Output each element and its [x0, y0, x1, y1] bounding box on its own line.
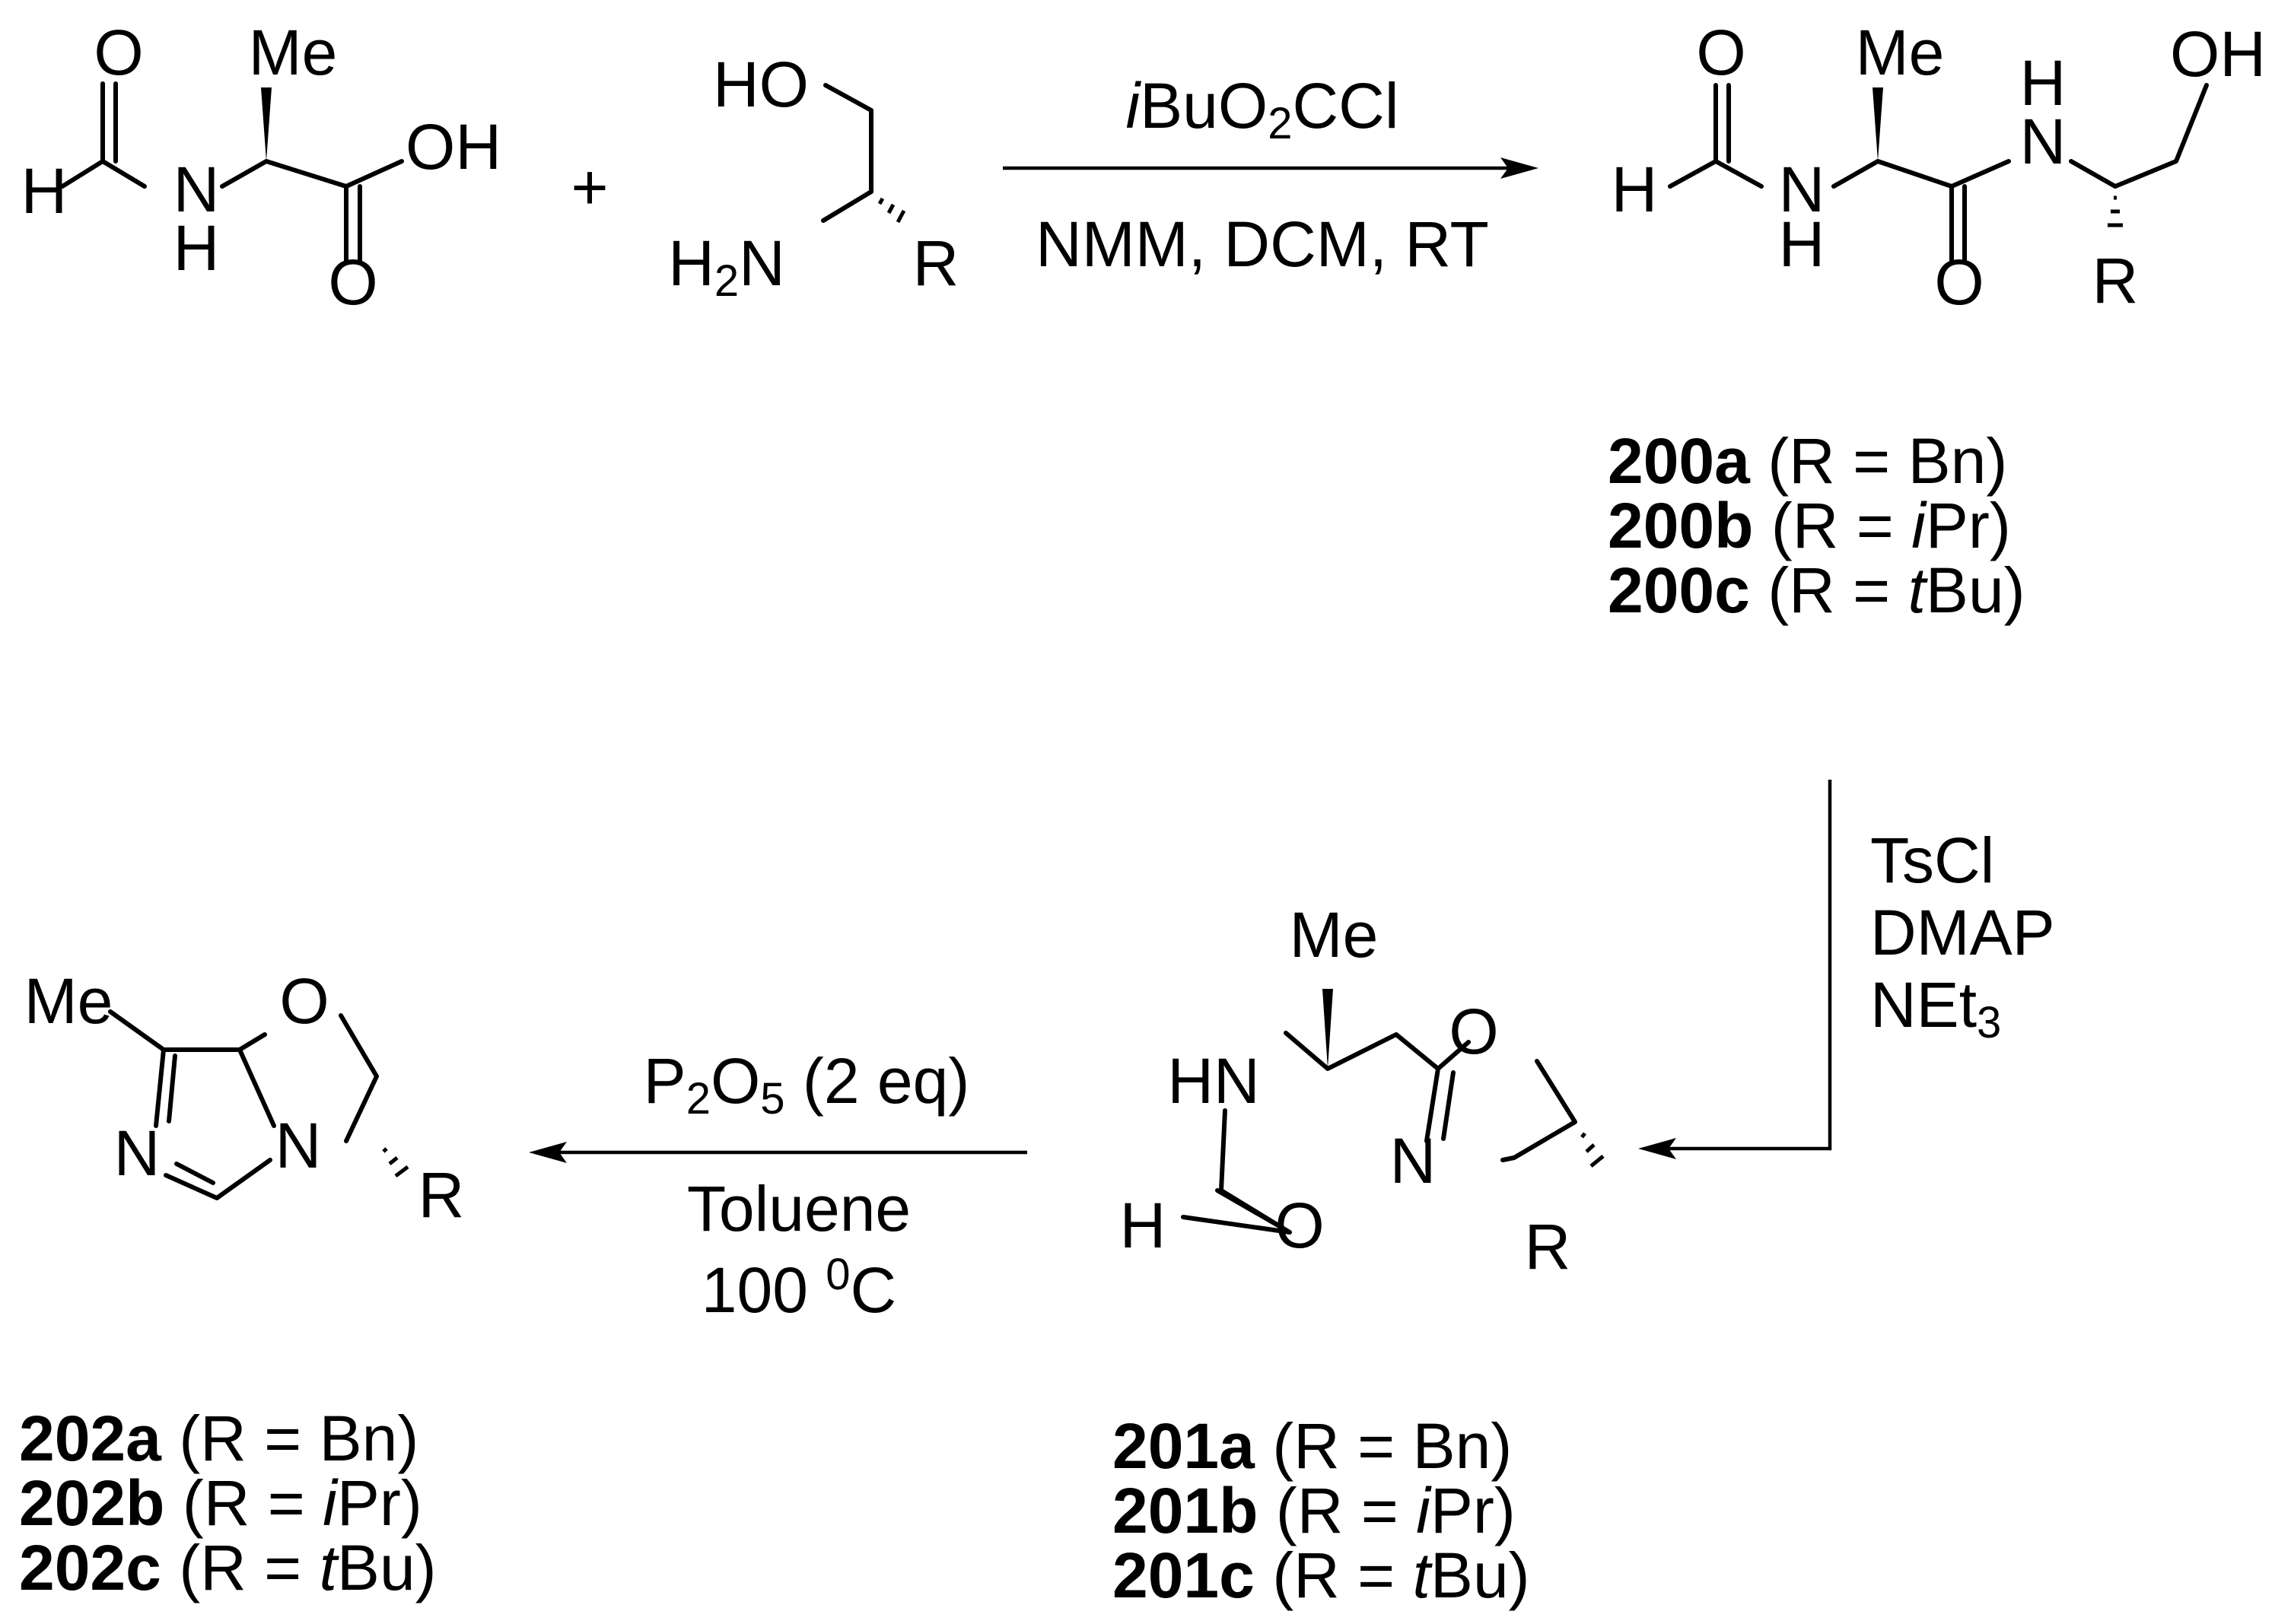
atom-label: O: [328, 246, 377, 318]
atom-label: H: [21, 155, 68, 227]
atom-label: O: [94, 17, 143, 88]
atom-label: O: [1934, 246, 1984, 318]
atom-label: Me: [1290, 899, 1379, 971]
atom-label: N: [275, 1110, 322, 1181]
atom-label: Me: [24, 965, 113, 1037]
atom-label: R: [418, 1159, 465, 1231]
temperature-label: 100 0C: [702, 1250, 896, 1326]
atom-label: N: [1779, 154, 1825, 225]
solvent-label: Toluene: [687, 1173, 911, 1244]
atom-label: HO: [713, 49, 809, 120]
atom-label: O: [1696, 17, 1745, 88]
plus-sign: +: [571, 151, 608, 223]
atom-label: Me: [249, 17, 338, 88]
atom-label: HN: [1167, 1045, 1259, 1117]
reagent-label: DMAP: [1870, 897, 2055, 968]
amino-alcohol-structure: HO H2N R: [668, 49, 959, 306]
reagent-label: NEt3: [1870, 969, 2001, 1047]
compound-label: 202b (R = iPr): [19, 1467, 422, 1539]
conditions-label: NMM, DCM, RT: [1036, 208, 1489, 280]
reagent-label: iBuO2CCl: [1125, 70, 1398, 148]
compound-202-labels: 202a (R = Bn) 202b (R = iPr) 202c (R = t…: [19, 1403, 437, 1603]
atom-label: H: [173, 212, 220, 284]
compound-label: 201c (R = tBu): [1112, 1540, 1530, 1611]
reagent-label: TsCl: [1870, 825, 1994, 896]
compound-label: 200c (R = tBu): [1608, 555, 2025, 626]
n-formyl-alanine-structure: O H N H Me OH O: [21, 17, 501, 318]
compound-200-structure: O H N H Me O H N R OH: [1612, 17, 2266, 318]
reaction-arrow-1: iBuO2CCl NMM, DCM, RT: [1003, 70, 1538, 280]
atom-label: H: [2020, 47, 2067, 119]
reaction-arrow-3: P2O5 (2 eq) Toluene 100 0C: [529, 1045, 1027, 1326]
compound-label: 200b (R = iPr): [1608, 490, 2011, 561]
atom-label: Me: [1856, 17, 1945, 88]
atom-label: H: [1612, 154, 1658, 225]
atom-label: N: [2020, 106, 2067, 177]
compound-label: 202a (R = Bn): [19, 1403, 418, 1474]
compound-label: 200a (R = Bn): [1608, 425, 2007, 497]
compound-202-structure: Me O N N R: [24, 965, 465, 1231]
atom-label: O: [1449, 996, 1498, 1067]
atom-label: OH: [2170, 18, 2266, 90]
compound-label: 201a (R = Bn): [1112, 1410, 1512, 1482]
reagent-label: P2O5 (2 eq): [644, 1045, 970, 1123]
reaction-arrow-2: TsCl DMAP NEt3: [1638, 780, 2055, 1159]
atom-label: R: [913, 227, 959, 299]
atom-label: N: [114, 1117, 161, 1189]
atom-label: O: [279, 965, 329, 1037]
atom-label: O: [1274, 1190, 1324, 1261]
atom-label: N: [173, 154, 220, 225]
compound-label: 202c (R = tBu): [19, 1532, 437, 1603]
atom-label: H2N: [668, 227, 785, 306]
compound-label: 201b (R = iPr): [1112, 1475, 1516, 1546]
atom-label: H: [1120, 1190, 1166, 1261]
atom-label: R: [1525, 1211, 1571, 1282]
atom-label: H: [1779, 208, 1825, 280]
atom-label: N: [1390, 1125, 1437, 1197]
compound-201-labels: 201a (R = Bn) 201b (R = iPr) 201c (R = t…: [1112, 1410, 1530, 1611]
atom-label: OH: [406, 111, 501, 183]
atom-label: R: [2092, 245, 2139, 316]
compound-201-structure: Me HN H O O N R: [1120, 899, 1605, 1282]
compound-200-labels: 200a (R = Bn) 200b (R = iPr) 200c (R = t…: [1608, 425, 2025, 626]
